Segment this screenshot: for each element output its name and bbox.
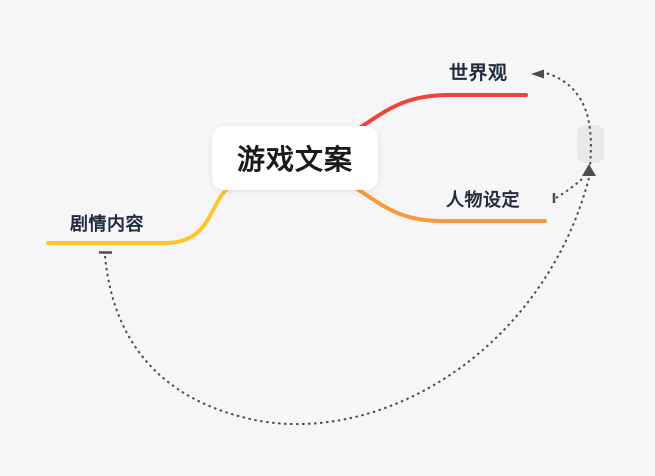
arrowhead-up-icon xyxy=(582,164,596,176)
root-node-label: 游戏文案 xyxy=(236,144,353,175)
relationship-curve-plot-to-worldview[interactable] xyxy=(104,177,590,426)
collapse-handle[interactable] xyxy=(577,125,604,163)
arrowhead-left-icon xyxy=(531,69,544,79)
branch-line-plot-content xyxy=(46,184,232,245)
topic-worldview[interactable]: 世界观 xyxy=(449,63,508,84)
branch-line-worldview xyxy=(354,93,528,132)
branch-line-character-design xyxy=(350,184,547,223)
root-node[interactable]: 游戏文案 xyxy=(212,126,378,190)
relationship-curve-end-segment[interactable] xyxy=(540,71,592,169)
relationship-curve-character-to-worldview[interactable] xyxy=(555,178,583,199)
topic-plot-content[interactable]: 剧情内容 xyxy=(70,214,144,234)
topic-character-design[interactable]: 人物设定 xyxy=(446,190,520,210)
